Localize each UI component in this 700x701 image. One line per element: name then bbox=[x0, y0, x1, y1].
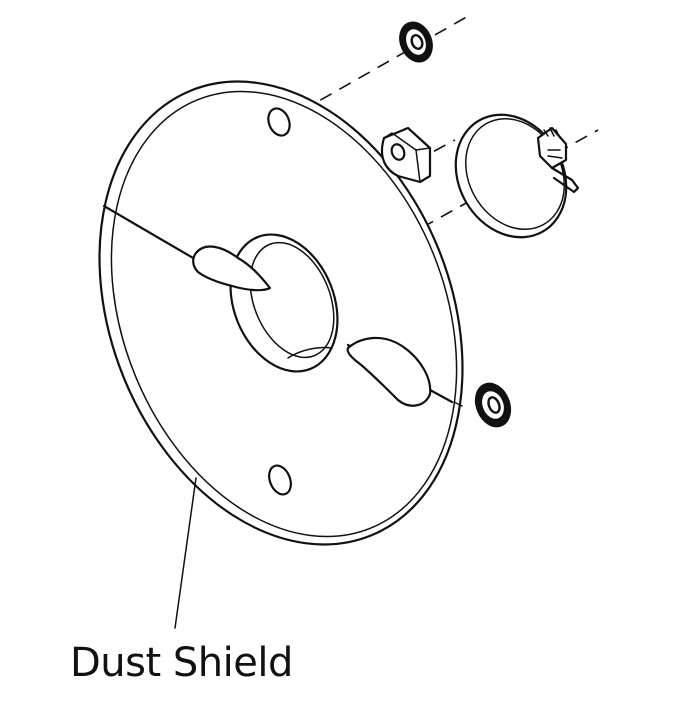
lower-washer-hole bbox=[487, 396, 501, 414]
shield-overlap-flap-left bbox=[192, 245, 272, 292]
shield-inner-rim bbox=[110, 90, 458, 538]
bracket-edge bbox=[383, 132, 421, 183]
shield-hole-edge-detail bbox=[287, 346, 333, 359]
shield-split-seam-left bbox=[102, 204, 202, 264]
clamp-screw-tail bbox=[550, 166, 580, 194]
shield-rim-notch bbox=[453, 401, 463, 407]
upper-washer bbox=[399, 21, 433, 63]
lower-washer bbox=[474, 382, 512, 428]
axis-line-upper bbox=[281, 14, 471, 123]
dust-shield bbox=[98, 80, 464, 546]
shield-overlap-flap-right bbox=[346, 336, 432, 407]
bracket-hole bbox=[390, 143, 406, 161]
shield-center-hole-depth bbox=[249, 241, 335, 359]
upper-washer-hole bbox=[410, 34, 424, 50]
clamp-screw-threads bbox=[547, 149, 563, 159]
bracket-fold bbox=[415, 147, 431, 151]
hose-clamp bbox=[454, 113, 580, 239]
dust-shield-label: Dust Shield bbox=[70, 640, 293, 686]
clamp-screw-teeth bbox=[543, 127, 561, 139]
shield-hole-top bbox=[267, 107, 291, 137]
shield-hole-bottom bbox=[268, 464, 292, 496]
shield-center-hole bbox=[229, 233, 339, 373]
mounting-bracket bbox=[380, 126, 432, 184]
callout-leader-line bbox=[174, 477, 197, 629]
